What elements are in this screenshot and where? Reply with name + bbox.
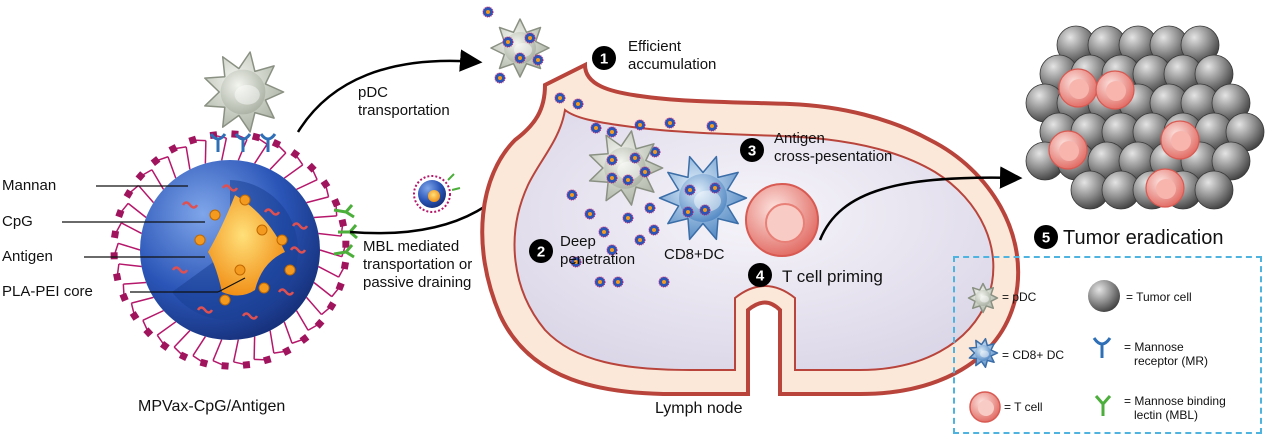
step-4-label: T cell priming	[782, 267, 883, 286]
step-2-number: 2	[537, 244, 545, 261]
cd8-dc-icon	[968, 337, 999, 369]
arrow-to-tumor	[818, 166, 1023, 241]
antigen-dots	[194, 194, 296, 306]
t-cell-icon	[969, 391, 1001, 423]
step-5-number: 5	[1042, 230, 1050, 247]
cpg-strands	[171, 184, 309, 320]
mannan-shell	[110, 130, 350, 370]
pla-pei-core	[208, 195, 285, 296]
arrow-pdc-transport	[296, 49, 483, 133]
particles-in-node	[554, 92, 718, 288]
legend-cd8-label: = CD8+ DC	[1002, 348, 1065, 362]
cd8-dc-in-node	[658, 155, 748, 241]
legend-mr-label: = Mannose receptor (MR)	[1124, 340, 1209, 368]
label-cpg: CpG	[2, 213, 33, 230]
label-pdc-transportation: pDC transportation	[358, 84, 450, 119]
mbl-molecules	[333, 204, 358, 259]
pdc-icon	[967, 282, 999, 314]
step-3-number: 3	[748, 143, 756, 160]
step-1-label: Efficient accumulation	[628, 38, 717, 73]
step-1-number: 1	[600, 51, 608, 68]
t-cell-in-node	[745, 183, 819, 257]
step-2-badge: 2	[529, 239, 553, 263]
step-5-label: Tumor eradication	[1063, 227, 1224, 249]
tumor-cluster	[1025, 25, 1265, 210]
label-cd8-dc: CD8+DC	[664, 246, 725, 263]
legend-tcell-label: = T cell	[1004, 400, 1043, 414]
mbl-icon	[1094, 395, 1112, 416]
tumor-cell-icon	[1088, 280, 1120, 312]
legend-icons	[967, 280, 1120, 423]
step-3-badge: 3	[740, 138, 764, 162]
pdc-in-node	[588, 130, 664, 206]
pdc-cell-large	[204, 51, 285, 133]
pdc-carrying-particles	[482, 6, 550, 84]
label-antigen: Antigen	[2, 248, 53, 265]
mpvax-nanoparticle	[62, 130, 350, 370]
step-badges: 1 2 3 4 5	[529, 46, 1058, 287]
mannose-receptor-icon	[1092, 337, 1112, 358]
step-4-number: 4	[756, 268, 765, 285]
caption-vaccine: MPVax-CpG/Antigen	[138, 398, 286, 415]
mannose-receptors	[209, 133, 277, 152]
legend-box	[953, 256, 1262, 434]
legend-mbl-label: = Mannose binding lectin (MBL)	[1124, 394, 1226, 422]
migrating-nanoparticle	[413, 173, 461, 213]
step-1-badge: 1	[592, 46, 616, 70]
caption-lymph-node: Lymph node	[655, 400, 743, 417]
label-mbl-transportation: MBL mediated transportation or passive d…	[363, 238, 473, 291]
step-3-label: Antigen cross-pesentation	[774, 130, 893, 165]
label-pla-pei-core: PLA-PEI core	[2, 283, 93, 300]
step-4-badge: 4	[748, 263, 772, 287]
step-5-badge: 5	[1034, 225, 1058, 249]
legend-pdc-label: = pDC	[1002, 290, 1037, 304]
step-2-label: Deep penetration	[560, 233, 636, 268]
label-mannan: Mannan	[2, 177, 57, 194]
legend-tumor-label: = Tumor cell	[1126, 290, 1192, 304]
